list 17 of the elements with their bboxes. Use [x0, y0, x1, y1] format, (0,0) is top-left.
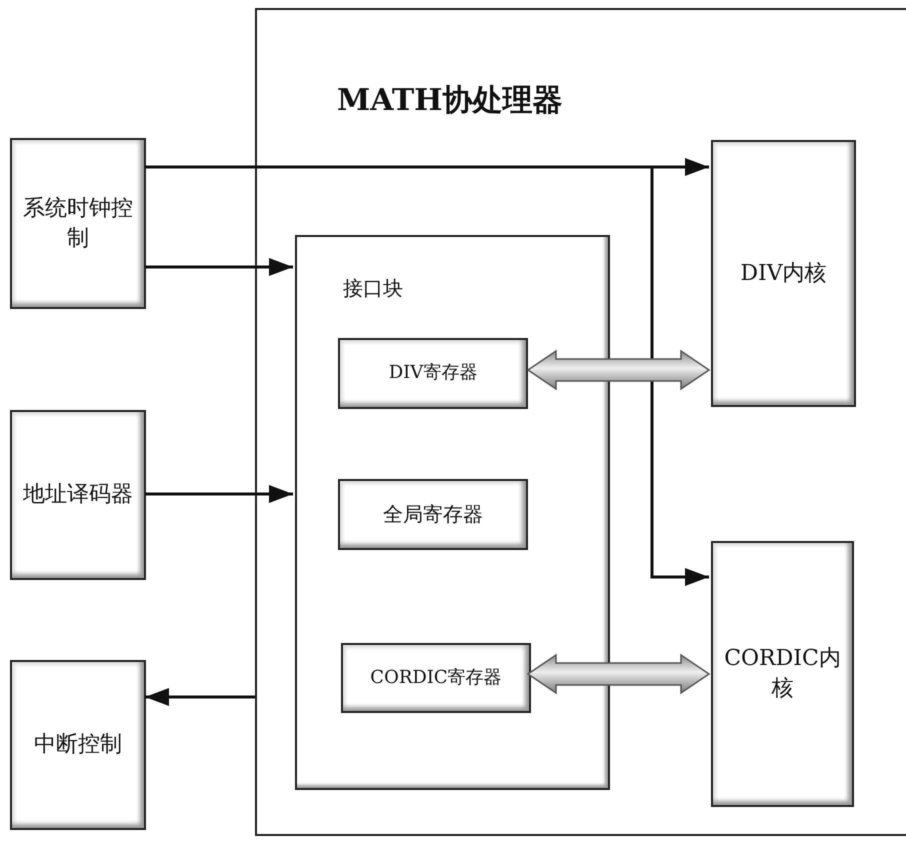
arrow: [145, 688, 255, 706]
arrow: [145, 258, 293, 276]
block-box: CORDIC寄存器: [341, 643, 531, 713]
container-box: [255, 8, 906, 836]
block-box: 全局寄存器: [338, 479, 528, 550]
double-arrow: [526, 654, 710, 694]
block-title: MATH协处理器: [337, 82, 563, 120]
block-title: 接口块: [343, 275, 403, 302]
block-box: CORDIC内核: [711, 541, 854, 807]
block-box: 系统时钟控制: [10, 138, 146, 309]
block-box: 中断控制: [10, 660, 146, 830]
container-box: [295, 235, 610, 790]
block-box: DIV内核: [711, 140, 856, 407]
block-box: 地址译码器: [10, 410, 146, 580]
block-box: DIV寄存器: [338, 338, 528, 409]
arrow: [145, 485, 293, 503]
double-arrow: [526, 350, 710, 390]
